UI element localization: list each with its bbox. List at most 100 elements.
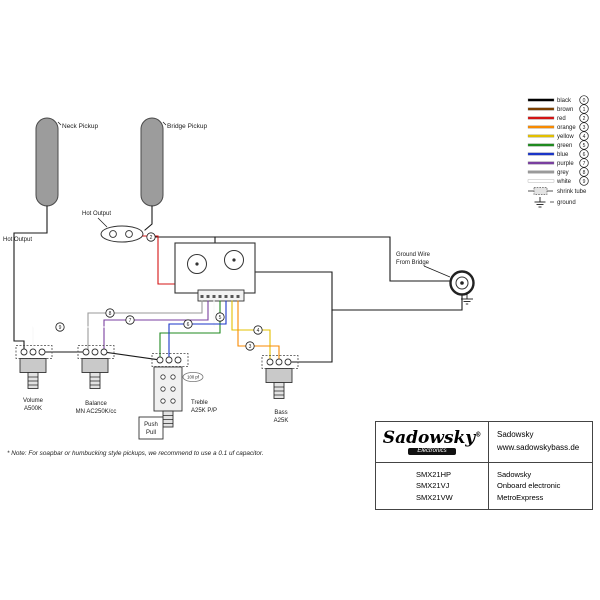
wire-blue [168, 300, 227, 358]
wire-number-badge [579, 140, 589, 150]
brand-cell: Sadowsky® Electronics [376, 422, 488, 462]
wire-orange [237, 300, 280, 360]
wire-swatch [527, 143, 555, 147]
wire-label: red [557, 116, 566, 122]
header-pin [200, 295, 204, 298]
wire-number: 3 [583, 125, 586, 131]
balance-pot: Balance MN AC250K/cc [76, 345, 117, 415]
board-outline [174, 242, 256, 294]
wire-number: 5 [583, 143, 586, 149]
pot-body [81, 358, 109, 373]
preamp-board [174, 242, 256, 302]
wire-label: green [557, 143, 572, 149]
junction-badge: 4 [253, 325, 263, 335]
pot-body [19, 358, 47, 373]
header-pin [224, 295, 228, 298]
brand-subtitle: Electronics [408, 447, 456, 455]
switch-lug [160, 386, 166, 392]
pot-lug [266, 358, 274, 366]
treble-pot: 100 pf Push Pull Treble A25K P/P [138, 353, 217, 440]
wire-swatch [527, 170, 555, 174]
volume-value: A500K [24, 406, 42, 412]
wire-label: white [556, 179, 572, 185]
header-pin [218, 295, 222, 298]
header-pin [230, 295, 234, 298]
wire-label: grey [557, 170, 569, 176]
product-line: Onboard electronic [497, 481, 561, 491]
company-cell: Sadowsky www.sadowskybass.de [488, 422, 592, 462]
junction-badges: 2 9 8 7 6 5 4 3 [55, 232, 263, 351]
junction-badge: 2 [146, 232, 156, 242]
pot-lug [284, 358, 292, 366]
pot-shaft [162, 410, 174, 428]
pot-lug [275, 358, 283, 366]
model-number: SMX21HP [416, 470, 452, 480]
pot-lug [100, 348, 108, 356]
wire-swatch [527, 152, 555, 156]
wire-swatch [527, 161, 555, 165]
shrink-tube-icon [533, 187, 548, 195]
junction-number: 9 [59, 325, 62, 331]
wire-number: 1 [583, 107, 586, 113]
push-pull-label-2: Pull [146, 430, 156, 436]
brand-registered-mark: ® [475, 430, 482, 438]
pot-lug-area [151, 353, 189, 367]
wire-number-badge [579, 167, 589, 177]
wire-number: 6 [583, 152, 586, 158]
hot-output-left-label: Hot Output [3, 237, 32, 243]
pot-lug [82, 348, 90, 356]
pot-lug [29, 348, 37, 356]
wire-white [32, 300, 215, 350]
junction-badge: 8 [105, 308, 115, 318]
product-line: Sadowsky [497, 470, 532, 480]
footnote: * Note: For soapbar or humbucking style … [7, 450, 264, 457]
junction-badge: 5 [215, 312, 225, 322]
pot-lug [156, 356, 164, 364]
wire-swatch [527, 98, 555, 102]
switch-lug [170, 374, 176, 380]
pot-shaft [89, 372, 101, 389]
pot-lug [20, 348, 28, 356]
wire-swatch [527, 107, 555, 111]
wire-bass-out [287, 309, 333, 363]
legend-row-white: white 9 [527, 176, 589, 186]
wire-number: 0 [583, 98, 586, 104]
legend-row-black: black 0 [527, 95, 589, 105]
pickup-connector [100, 225, 144, 243]
legend-row-blue: blue 6 [527, 149, 589, 159]
header-pin [212, 295, 216, 298]
junction-number: 3 [249, 344, 252, 350]
pot-lug [38, 348, 46, 356]
wire-number: 4 [583, 134, 586, 140]
company-website[interactable]: www.sadowskybass.de [497, 443, 580, 452]
wire-label: blue [557, 152, 569, 158]
output-jack [449, 270, 475, 305]
wire-number-badge [579, 95, 589, 105]
balance-value: MN AC250K/cc [76, 409, 117, 415]
legend-row-grey: grey 8 [527, 167, 589, 177]
wire-label: yellow [557, 134, 574, 140]
connector-shell [100, 225, 144, 243]
treble-value: A25K P/P [191, 408, 217, 414]
ground-label: ground [557, 200, 576, 206]
neck-pickup-body [35, 117, 59, 207]
ground-wire-label-1: Ground Wire [396, 252, 431, 258]
wire-ground-bus-2 [103, 351, 161, 361]
junction-number: 7 [129, 318, 132, 324]
wire-label: orange [557, 125, 576, 131]
wire-swatch [527, 179, 555, 183]
legend-row-shrink-tube: shrink tube [528, 187, 587, 195]
hot-output-top-label: Hot Output [82, 211, 111, 217]
wire-number: 2 [583, 116, 586, 122]
legend-row-brown: brown 1 [527, 104, 589, 114]
wire-board-ground-run [254, 271, 463, 311]
bridge-pickup-body [140, 117, 164, 207]
legend-row-purple: purple 7 [527, 158, 589, 168]
junction-number: 4 [257, 328, 260, 334]
jack-tip [460, 281, 464, 285]
wire-output-run [154, 236, 451, 282]
ground-wire-label-2: From Bridge [396, 260, 430, 266]
wire-swatch [527, 116, 555, 120]
legend-row-red: red 2 [527, 113, 589, 123]
